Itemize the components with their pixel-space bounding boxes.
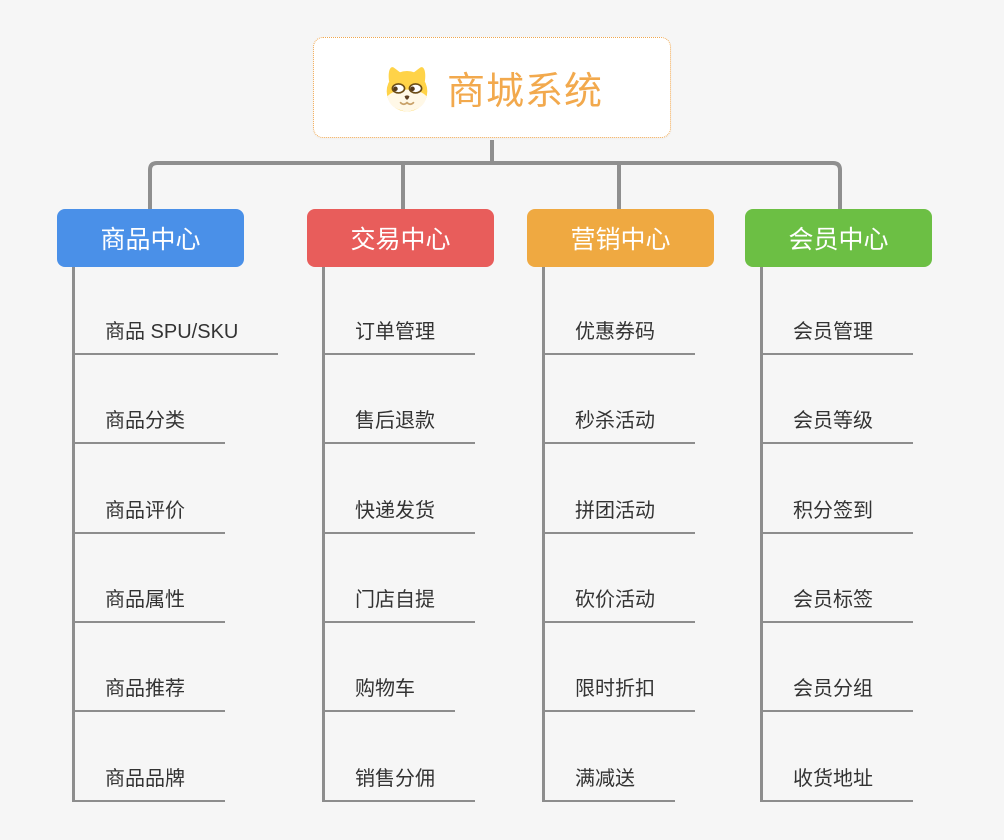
branch-header-4[interactable]: 会员中心	[745, 209, 932, 267]
sub-topic[interactable]: 商品推荐	[73, 672, 225, 712]
sub-topic[interactable]: 限时折扣	[543, 672, 695, 712]
sub-topic[interactable]: 砍价活动	[543, 583, 695, 623]
sub-topic[interactable]: 快递发货	[323, 494, 475, 534]
branch-trunk-line	[322, 267, 325, 802]
sub-topic[interactable]: 门店自提	[323, 583, 475, 623]
sub-topic[interactable]: 拼团活动	[543, 494, 695, 534]
branch-trunk-line	[72, 267, 75, 802]
sub-topic[interactable]: 购物车	[323, 672, 455, 712]
root-topic[interactable]: 商城系统	[313, 37, 671, 138]
branch-trunk-line	[542, 267, 545, 802]
sub-topic[interactable]: 会员分组	[761, 672, 913, 712]
dog-face-icon	[386, 66, 428, 112]
sub-topic[interactable]: 售后退款	[323, 404, 475, 444]
sub-topic[interactable]: 积分签到	[761, 494, 913, 534]
sub-topic[interactable]: 会员标签	[761, 583, 913, 623]
sub-topic[interactable]: 商品 SPU/SKU	[73, 315, 279, 355]
sub-topic[interactable]: 秒杀活动	[543, 404, 695, 444]
branch-trunk-line	[760, 267, 763, 802]
sub-topic[interactable]: 商品属性	[73, 583, 225, 623]
branch-header-3[interactable]: 营销中心	[527, 209, 714, 267]
sub-topic[interactable]: 满减送	[543, 762, 675, 802]
root-topic-title: 商城系统	[446, 71, 603, 113]
sub-topic[interactable]: 商品品牌	[73, 762, 225, 802]
sub-topic[interactable]: 商品评价	[73, 494, 225, 534]
sub-topic[interactable]: 会员管理	[761, 315, 913, 355]
sub-topic[interactable]: 商品分类	[73, 404, 225, 444]
sub-topic[interactable]: 销售分佣	[323, 762, 475, 802]
branch-header-1[interactable]: 商品中心	[57, 209, 244, 267]
sub-topic[interactable]: 订单管理	[323, 315, 475, 355]
sub-topic[interactable]: 会员等级	[761, 404, 913, 444]
sub-topic[interactable]: 优惠券码	[543, 315, 695, 355]
branch-header-2[interactable]: 交易中心	[307, 209, 494, 267]
sub-topic[interactable]: 收货地址	[761, 762, 913, 802]
